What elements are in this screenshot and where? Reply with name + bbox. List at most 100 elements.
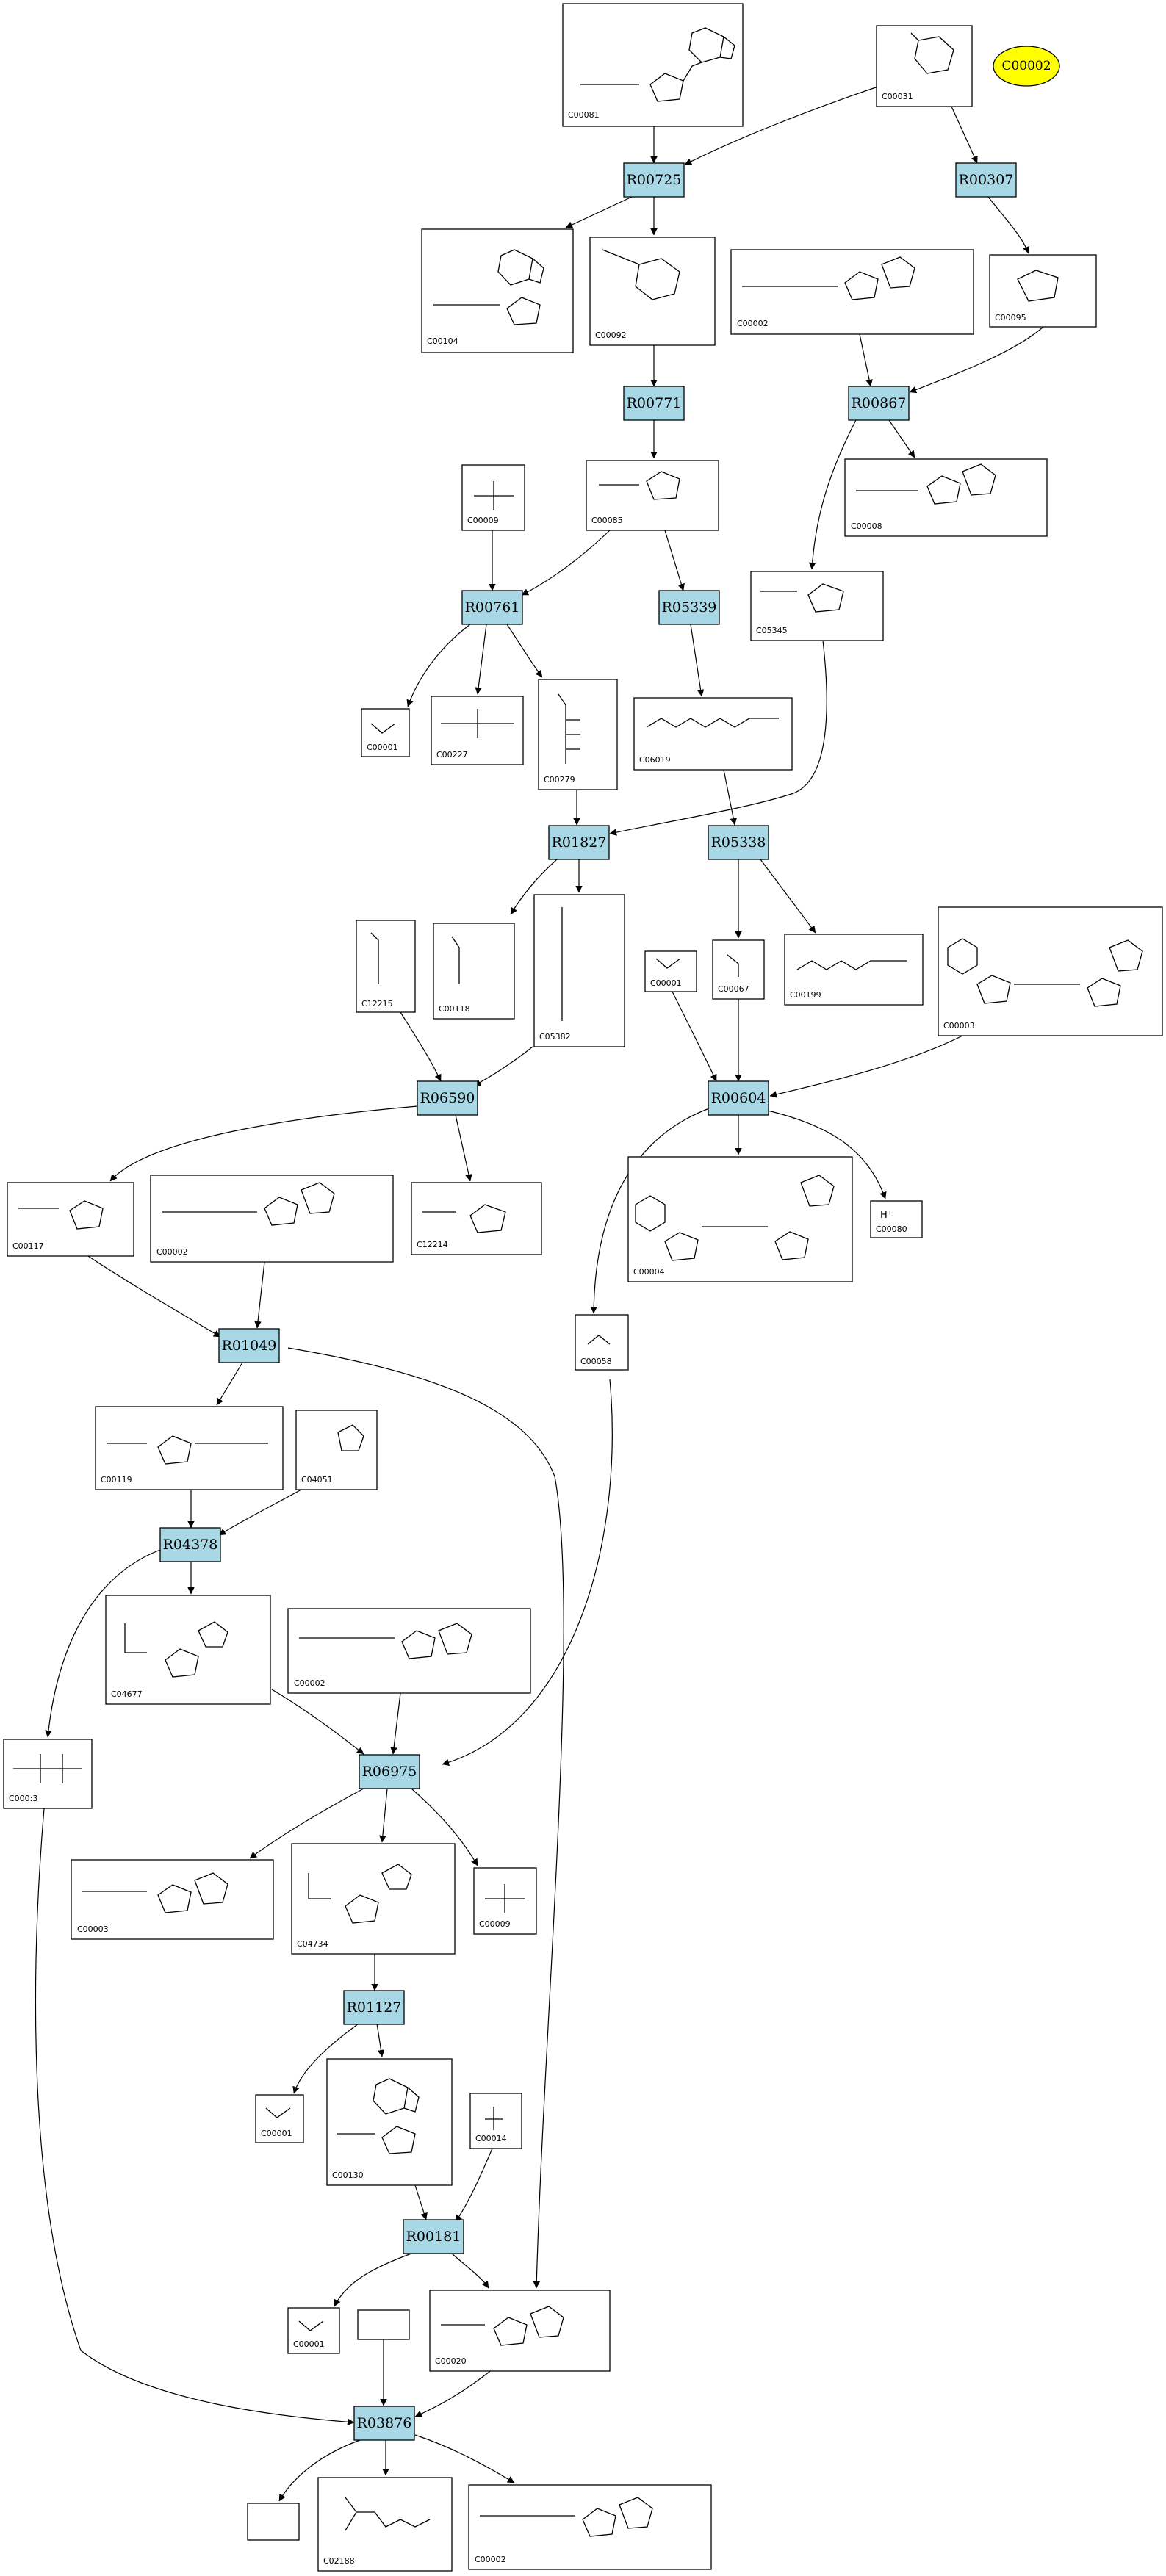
- h-plus-glyph: H⁺: [880, 1210, 893, 1221]
- compound-node-c00031[interactable]: C00031: [876, 25, 973, 107]
- reaction-node-r00771[interactable]: R00771: [623, 386, 685, 421]
- compound-id-c06019: C06019: [639, 755, 671, 765]
- compound-node-c00118[interactable]: C00118: [433, 923, 515, 1020]
- compound-node-c00085[interactable]: C00085: [586, 460, 719, 531]
- compound-node-c00081[interactable]: C00081: [562, 3, 744, 127]
- compound-node-c00199[interactable]: C00199: [784, 934, 924, 1006]
- reaction-node-r00181[interactable]: R00181: [403, 2219, 464, 2254]
- compound-node-c00001a[interactable]: C00001: [361, 708, 410, 757]
- compound-node-c00020[interactable]: C00020: [429, 2290, 611, 2372]
- structure-c00001a: [370, 723, 396, 734]
- compound-id-c00001a: C00001: [367, 743, 398, 752]
- edge-r00761-c00001a: [406, 624, 471, 707]
- compound-node-c00092[interactable]: C00092: [589, 237, 716, 346]
- reaction-label-r04378: R04378: [163, 1537, 218, 1553]
- compound-node-c00003b[interactable]: C00003: [71, 1859, 274, 1940]
- edge-r04378-c00013: [45, 1549, 161, 1738]
- reaction-node-r04378[interactable]: R04378: [159, 1527, 221, 1562]
- compound-node-c02188[interactable]: C02188: [317, 2477, 453, 2572]
- compound-id-c00095: C00095: [995, 313, 1026, 322]
- edge-c00003a-r00604: [769, 1035, 963, 1098]
- compound-node-c00001c[interactable]: C00001: [255, 2094, 304, 2143]
- structure-c00119: [107, 1435, 268, 1465]
- compound-node-c00095[interactable]: C00095: [989, 254, 1097, 328]
- edge-c04677-r06975: [271, 1689, 364, 1755]
- structure-c00001b: [655, 958, 681, 969]
- compound-node-c12214[interactable]: C12214: [411, 1182, 542, 1255]
- compound-id-c12214: C12214: [417, 1240, 448, 1249]
- compound-id-c04051: C04051: [301, 1475, 333, 1484]
- compound-node-c00002a[interactable]: C00002: [730, 249, 974, 335]
- compound-node-c04734[interactable]: C04734: [291, 1843, 456, 1955]
- structure-c00227: [441, 709, 514, 738]
- reaction-node-r01127[interactable]: R01127: [343, 1990, 405, 2025]
- reaction-node-r00604[interactable]: R00604: [708, 1080, 769, 1116]
- reaction-node-r01827[interactable]: R01827: [548, 825, 610, 860]
- compound-node-c05382[interactable]: C05382: [533, 894, 625, 1047]
- reaction-node-r00867[interactable]: R00867: [848, 386, 910, 421]
- structure-c00009a: [474, 481, 514, 510]
- edge-c00013-r03876: [35, 1808, 355, 2426]
- edge-c00058-r06975: [442, 1379, 613, 1767]
- compound-id-c00009b: C00009: [479, 1919, 511, 1929]
- compound-id-c00199: C00199: [790, 990, 821, 1000]
- reaction-node-r06590[interactable]: R06590: [417, 1080, 478, 1116]
- highlight-compound-c00002[interactable]: C00002: [993, 46, 1060, 87]
- compound-node-c00002b[interactable]: C00002: [150, 1175, 394, 1263]
- compound-node-c00002d[interactable]: C00002: [468, 2484, 712, 2570]
- structure-c00058: [587, 1335, 611, 1345]
- compound-node-c00058[interactable]: C00058: [575, 1314, 629, 1371]
- compound-node-c00104[interactable]: C00104: [421, 228, 574, 353]
- edge-c05345-r01827: [609, 640, 827, 836]
- compound-id-c00001b: C00001: [650, 978, 682, 988]
- reaction-node-r00307[interactable]: R00307: [955, 162, 1017, 198]
- compound-node-c04677[interactable]: C04677: [105, 1595, 271, 1705]
- compound-node-c00001d[interactable]: C00001: [287, 2307, 340, 2354]
- compound-node-c00227[interactable]: C00227: [431, 696, 524, 765]
- compound-node-c00009b[interactable]: C00009: [473, 1867, 537, 1935]
- reaction-node-r00725[interactable]: R00725: [623, 162, 685, 198]
- compound-node-c12215[interactable]: C12215: [356, 920, 416, 1013]
- compound-node-c00008[interactable]: C00008: [844, 458, 1048, 537]
- compound-node-c00001b[interactable]: C00001: [644, 950, 697, 992]
- reaction-node-r01049[interactable]: R01049: [218, 1328, 280, 1363]
- edge-c04051-r04378: [218, 1489, 302, 1536]
- structure-c02188: [345, 2497, 431, 2531]
- reaction-node-r05338[interactable]: R05338: [708, 825, 769, 860]
- compound-id-c00001d: C00001: [293, 2339, 325, 2349]
- compound-node-c00067[interactable]: C00067: [712, 939, 765, 1000]
- compound-node-c00009a[interactable]: C00009: [461, 464, 525, 531]
- edge-r06975-c00003b: [249, 1788, 364, 1859]
- compound-node-c00014[interactable]: C00014: [469, 2093, 522, 2149]
- compound-node-c00279[interactable]: C00279: [538, 679, 618, 790]
- compound-node-c00003a[interactable]: C00003: [938, 906, 1163, 1036]
- compound-node-unlabeled-2[interactable]: [247, 2503, 300, 2541]
- structure-c06019: [646, 718, 779, 728]
- compound-node-c00013[interactable]: C000:3: [3, 1739, 93, 1809]
- edge-layer: [35, 86, 1044, 2502]
- edge-c00002c-r06975: [390, 1692, 401, 1755]
- compound-node-c04051[interactable]: C04051: [295, 1410, 378, 1490]
- compound-node-c06019[interactable]: C06019: [633, 697, 793, 771]
- structure-c00085: [599, 471, 680, 500]
- compound-node-c00080[interactable]: H⁺ C00080: [870, 1200, 923, 1238]
- compound-id-c00085: C00085: [591, 516, 623, 525]
- edge-r00725-c00104: [565, 196, 633, 228]
- compound-node-unlabeled-1[interactable]: [357, 2309, 410, 2340]
- structure-c00003a: [947, 938, 1143, 1007]
- reaction-node-r05339[interactable]: R05339: [658, 590, 720, 625]
- reaction-node-r03876[interactable]: R03876: [353, 2406, 415, 2441]
- compound-node-c00130[interactable]: C00130: [326, 2058, 453, 2186]
- compound-node-c05345[interactable]: C05345: [750, 571, 884, 641]
- reaction-node-r06975[interactable]: R06975: [359, 1754, 420, 1789]
- reaction-node-r00761[interactable]: R00761: [461, 590, 523, 625]
- compound-node-c00117[interactable]: C00117: [7, 1182, 134, 1257]
- compound-node-c00119[interactable]: C00119: [95, 1406, 284, 1490]
- compound-node-c00004[interactable]: C00004: [627, 1156, 853, 1282]
- edge-c05382-r06590: [473, 1046, 533, 1086]
- edge-r00867-c00008: [888, 419, 915, 458]
- compound-node-c00002c[interactable]: C00002: [287, 1608, 531, 1694]
- compound-id-c00002c: C00002: [294, 1678, 325, 1688]
- compound-id-c00118: C00118: [439, 1004, 470, 1014]
- structure-c00020: [441, 2306, 564, 2346]
